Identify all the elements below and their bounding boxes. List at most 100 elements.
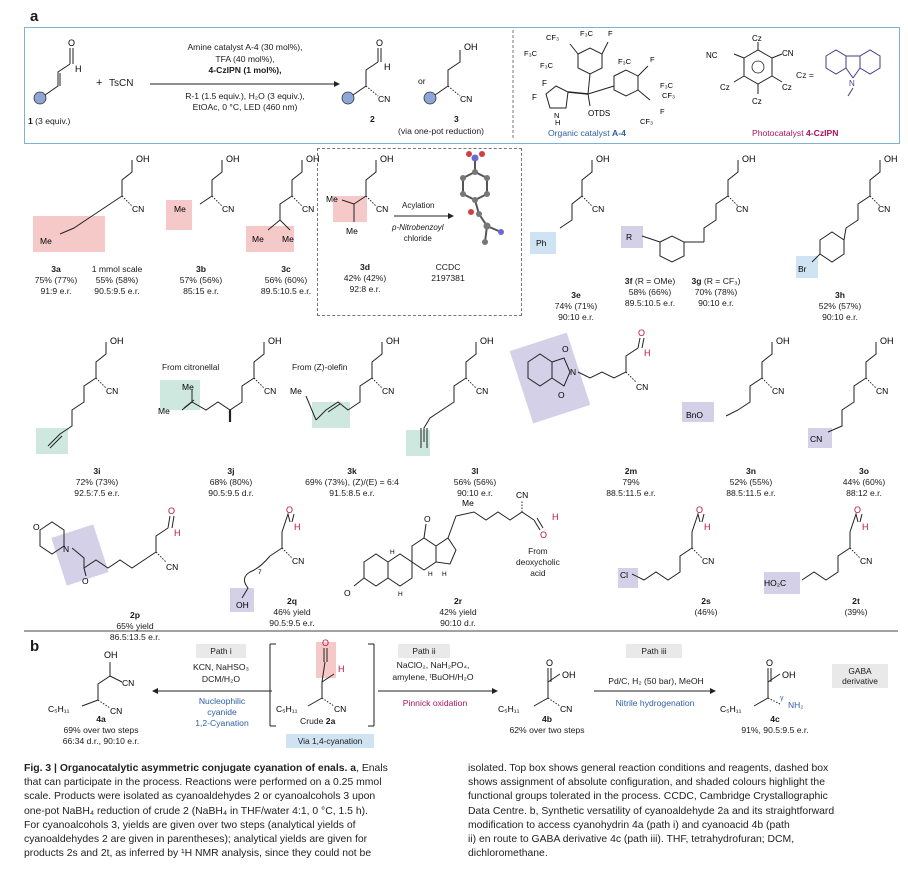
path-i-arrow	[152, 688, 272, 694]
label-3h: 3h 52% (57%) 90:10 e.r.	[818, 290, 862, 322]
svg-text:H: H	[862, 522, 869, 532]
highlight-3n-benzyloxy	[682, 402, 714, 422]
label-3a-scale: 1 mmol scale 55% (58%) 90.5:9.5 e.r.	[91, 264, 143, 296]
svg-text:O: O	[540, 530, 547, 540]
svg-text:OH: OH	[884, 154, 898, 164]
svg-text:O: O	[322, 638, 329, 648]
svg-text:OH: OH	[776, 336, 790, 346]
acylation-arrow	[394, 213, 454, 219]
svg-text:CN: CN	[292, 556, 304, 566]
cz-equals-label: Cz =	[796, 70, 814, 80]
highlight-2t-acid	[764, 572, 800, 594]
svg-text:CN: CN	[860, 556, 872, 566]
svg-text:H: H	[428, 571, 433, 578]
svg-text:OH: OH	[464, 42, 478, 52]
label-2r: 2r 42% yield 90:10 d.r.	[439, 596, 477, 628]
svg-text:O: O	[33, 522, 40, 532]
svg-text:H: H	[338, 664, 345, 674]
svg-text:Me: Me	[462, 498, 474, 508]
tscn-reagent: TsCN	[109, 78, 134, 89]
svg-text:R: R	[626, 232, 632, 242]
svg-text:OH: OH	[742, 154, 756, 164]
structure-3h: OH CN Br	[798, 154, 898, 274]
svg-text:HO₂C: HO₂C	[764, 578, 786, 588]
structure-3j: OH CN Me Me	[158, 336, 282, 422]
svg-text:N: N	[849, 79, 855, 88]
label-3n: 3n 52% (55%) 88.5:11.5 e.r.	[726, 466, 776, 498]
svg-text:OH: OH	[480, 336, 494, 346]
label-3a: 3a 75% (77%) 91:9 e.r.	[34, 264, 78, 296]
product-2-structure: O H CN	[341, 38, 391, 105]
svg-text:CN: CN	[772, 386, 784, 396]
svg-text:F₃C: F₃C	[580, 29, 594, 38]
reaction-conditions-box	[24, 27, 900, 144]
svg-text:CN: CN	[516, 490, 528, 500]
label-4b: 4b 62% over two steps	[509, 714, 585, 735]
svg-text:OH: OH	[104, 650, 118, 660]
svg-text:CN: CN	[222, 204, 234, 214]
svg-text:Me: Me	[158, 406, 170, 416]
highlight-3l-alkyne	[406, 430, 430, 456]
svg-text:OH: OH	[226, 154, 240, 164]
svg-text:O: O	[344, 588, 351, 598]
svg-text:O: O	[286, 505, 293, 515]
svg-text:O: O	[562, 344, 569, 354]
structure-2p: O N O O H CN	[33, 506, 181, 586]
svg-text:Cl: Cl	[620, 570, 628, 580]
svg-text:BnO: BnO	[686, 410, 703, 420]
svg-text:CN: CN	[302, 204, 314, 214]
svg-text:Cz: Cz	[752, 97, 762, 106]
plus-sign: +	[96, 77, 103, 89]
note-3j: From citronellal	[162, 362, 220, 372]
structure-3o: OH CN CN	[810, 336, 894, 444]
svg-text:CN: CN	[264, 386, 276, 396]
path-ii-arrow	[378, 688, 498, 694]
highlight-2q-hydroxyl	[230, 588, 254, 612]
label-3e: 3e 74% (71%) 90:10 e.r.	[554, 290, 598, 322]
svg-text:CN: CN	[122, 678, 134, 688]
structure-3f-3g: OH CN R	[626, 154, 756, 263]
carbazole-structure: N	[825, 49, 881, 97]
path-ii-conditions: NaClO₂, NaH₂PO₄, amylene, ᵗBuOH/H₂O	[392, 660, 474, 682]
label-2p: 2p 65% yield 86.5:13.5 e.r.	[109, 610, 161, 642]
note-2r: From deoxycholic acid	[516, 546, 560, 578]
highlight-2s-chloro	[618, 568, 638, 588]
svg-text:N: N	[570, 367, 576, 377]
acylation-arrow-bottom: p-Nitrobenzoyl chloride	[392, 223, 444, 243]
svg-text:CN: CN	[376, 204, 388, 214]
svg-text:OH: OH	[268, 336, 282, 346]
svg-text:F₃C: F₃C	[540, 61, 554, 70]
svg-text:NC: NC	[706, 51, 718, 60]
svg-text:CN: CN	[106, 386, 118, 396]
svg-text:F: F	[542, 79, 547, 88]
svg-text:CF₃: CF₃	[640, 117, 653, 126]
reaction-arrow	[150, 81, 340, 87]
svg-text:CN: CN	[702, 556, 714, 566]
box-divider	[512, 30, 514, 140]
photocatalyst-caption: Photocatalyst 4-CzIPN	[752, 128, 839, 138]
label-3c: 3c 56% (60%) 89.5:10.5 e.r.	[260, 264, 312, 296]
structure-crude-2a: O H CN C₅H₁₁	[269, 638, 375, 727]
svg-text:O: O	[854, 505, 861, 515]
svg-text:CN: CN	[810, 434, 822, 444]
svg-text:H: H	[644, 348, 651, 358]
svg-text:7: 7	[258, 569, 262, 576]
highlight-3c-isopropyl	[246, 226, 294, 252]
svg-text:C₅H₁₁: C₅H₁₁	[720, 704, 742, 714]
svg-text:Me: Me	[282, 234, 294, 244]
svg-text:CN: CN	[636, 382, 648, 392]
svg-text:OH: OH	[880, 336, 894, 346]
svg-text:Ph: Ph	[536, 238, 547, 248]
label-3k: 3k 69% (73%), (Z)/(E) = 6:4 91.5:8.5 e.r…	[305, 466, 399, 498]
label-2m: 2m 79% 88.5:11.5 e.r.	[606, 466, 656, 498]
path-ii-label: Path ii	[398, 644, 450, 658]
label-2t: 2t (39%)	[844, 596, 868, 617]
crude-2a-label: Crude 2a	[300, 716, 336, 726]
svg-text:OTDS: OTDS	[588, 109, 610, 118]
svg-text:Br: Br	[798, 264, 807, 274]
svg-text:CN: CN	[878, 204, 890, 214]
svg-text:O: O	[766, 658, 773, 668]
svg-text:O: O	[168, 506, 175, 516]
label-3d: 3d 42% (42%) 92:8 e.r.	[343, 262, 387, 294]
svg-text:Cz: Cz	[782, 83, 792, 92]
